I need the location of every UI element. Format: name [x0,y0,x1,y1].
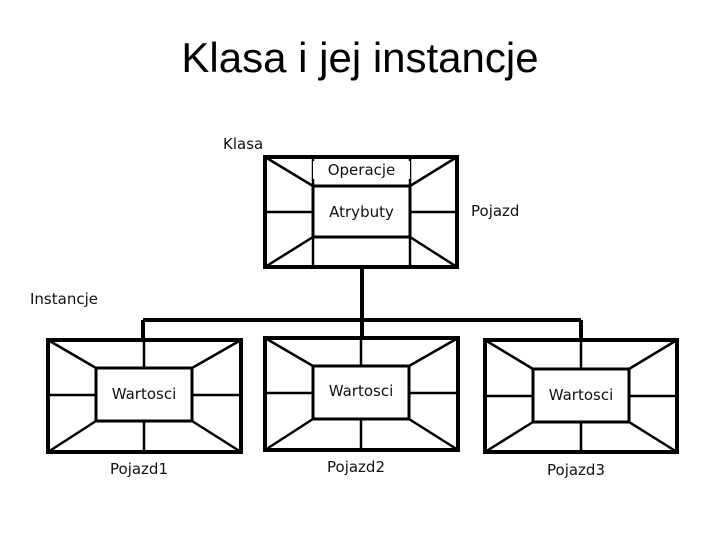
instance-2-name: Pojazd2 [327,458,385,476]
instance-box-3 [483,338,679,454]
instance-box-1 [46,338,243,454]
label-atrybuty: Atrybuty [329,203,394,221]
slide-title: Klasa i jej instancje [181,34,539,81]
instance-box-2 [263,336,460,452]
label-operacje: Operacje [313,161,410,179]
instance-3-values: Wartosci [548,386,614,404]
instance-1-name: Pojazd1 [110,460,168,478]
label-instancje: Instancje [30,290,98,308]
class-box [263,155,459,269]
connector-lines [141,268,583,340]
label-class-name: Pojazd [471,202,520,220]
instance-1-values: Wartosci [111,385,177,403]
instance-2-values: Wartosci [328,382,394,400]
instance-3-name: Pojazd3 [547,461,605,479]
label-klasa: Klasa [223,135,264,153]
